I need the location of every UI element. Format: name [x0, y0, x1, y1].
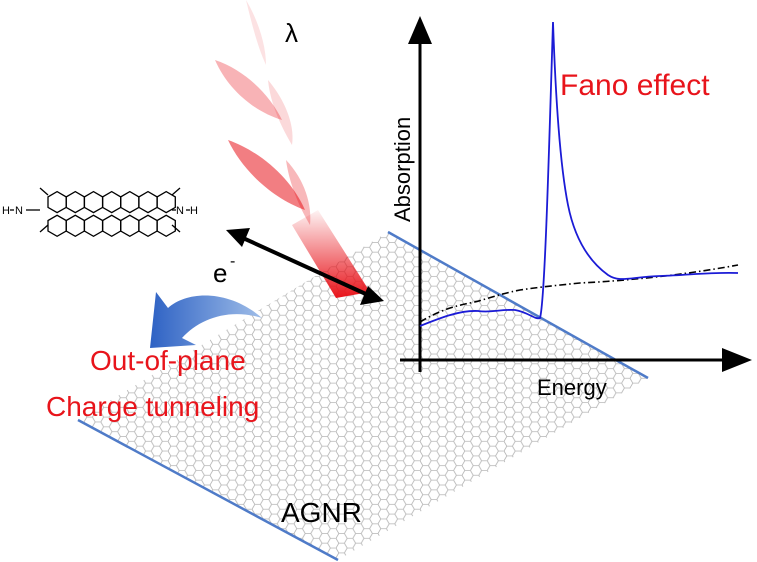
molecule-ring [65, 190, 86, 214]
y-axis-label: Absorption [390, 117, 415, 222]
fano-effect-label: Fano effect [560, 69, 710, 102]
tunneling-label-line1: Out-of-plane [90, 345, 246, 376]
molecule-ring [101, 190, 122, 214]
plot-axes [400, 16, 752, 372]
curved-arrow-icon [150, 292, 262, 348]
reference-absorption-curve [419, 264, 739, 323]
molecule-ring [120, 190, 140, 214]
molecule-ring [47, 214, 67, 238]
atom-n-right: N [176, 205, 184, 217]
molecule-atom-labels: H N N H [2, 205, 198, 217]
tunneling-label-line2: Charge tunneling [46, 391, 259, 422]
atom-h-right: H [190, 205, 198, 217]
molecule-bond [171, 224, 181, 233]
molecule-ring [83, 190, 104, 214]
ribbon-edge-left [77, 418, 339, 562]
y-axis-arrowhead [408, 16, 432, 44]
double-arrow-icon [226, 228, 384, 305]
electron-superscript: - [230, 253, 235, 270]
molecule-ring [138, 190, 158, 214]
molecule-ring [83, 214, 104, 238]
molecule-ring [156, 214, 176, 238]
molecule-bond [39, 224, 49, 233]
molecule-ring [47, 190, 67, 214]
lambda-label: λ [285, 18, 298, 48]
fano-absorption-curve [419, 21, 739, 327]
molecule-ring [120, 214, 140, 238]
ribbon-edge-right [387, 230, 649, 380]
molecule-ring [65, 214, 86, 238]
atom-n-left: N [15, 205, 23, 217]
molecule-bond [39, 187, 49, 196]
x-axis-arrowhead [722, 348, 752, 372]
x-axis-label: Energy [537, 375, 607, 400]
light-wave-icon [215, 0, 370, 298]
molecule-bond [171, 187, 181, 196]
molecule-ring [156, 190, 176, 214]
agnr-label: AGNR [281, 497, 362, 528]
molecule-ring [138, 214, 158, 238]
ptcdi-molecule-icon [10, 187, 190, 238]
molecule-ring [101, 214, 122, 238]
electron-label: e [213, 258, 227, 288]
atom-h-left: H [2, 205, 10, 217]
